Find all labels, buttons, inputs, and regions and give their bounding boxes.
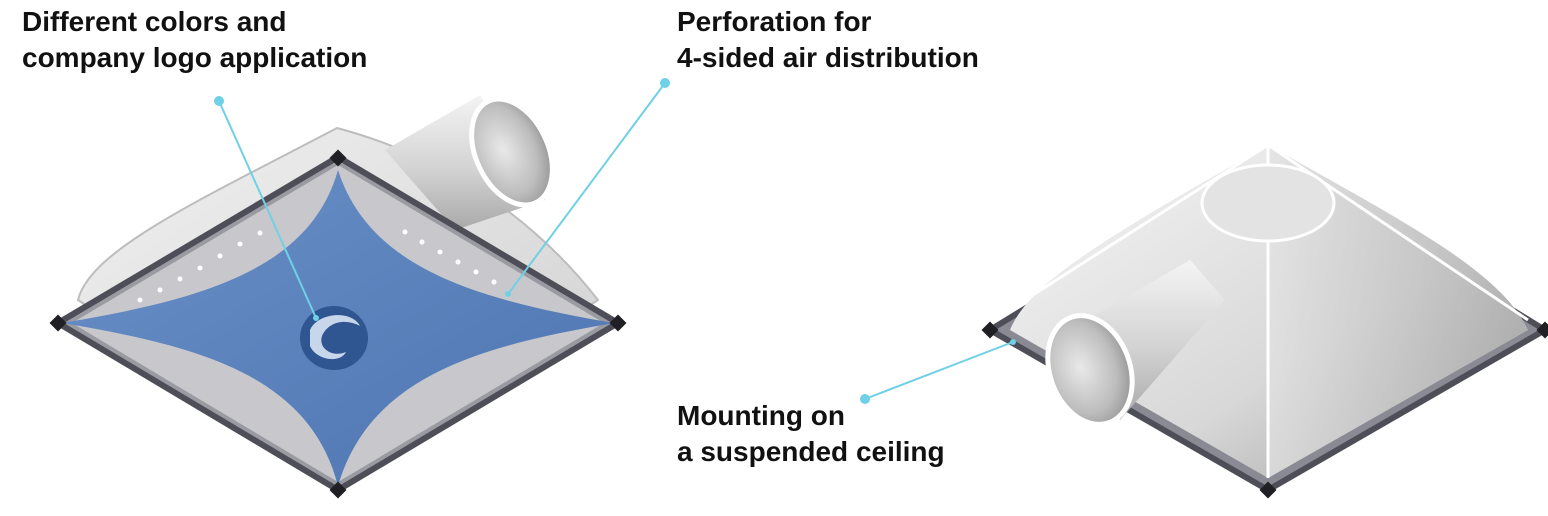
callout-perforation-line-1: Perforation for	[677, 6, 872, 37]
callout-mounting: Mounting on a suspended ceiling	[677, 398, 945, 470]
right-duct-opening	[1045, 313, 1135, 427]
leader-colors	[218, 100, 317, 319]
leader-mounting	[864, 341, 1014, 400]
callout-perforation-line-2: 4-sided air distribution	[677, 42, 979, 73]
callout-perforation: Perforation for 4-sided air distribution	[677, 4, 979, 76]
leader-perforation	[507, 82, 666, 295]
perforation-holes	[137, 229, 497, 303]
top-collar	[1200, 163, 1336, 243]
callout-colors: Different colors and company logo applic…	[22, 4, 367, 76]
callout-colors-line-1: Different colors and	[22, 6, 287, 37]
left-duct-opening	[469, 96, 555, 208]
leader-dot-colors	[214, 96, 224, 106]
leader-dot-perforation	[660, 78, 670, 88]
leader-dot-mounting	[860, 394, 870, 404]
callout-mounting-line-1: Mounting on	[677, 400, 845, 431]
frame-corners	[49, 149, 627, 499]
diffuser-top-view	[981, 143, 1548, 499]
fabric-diffuser-bottom-view	[49, 95, 627, 499]
callout-leaders	[214, 78, 1016, 404]
company-logo	[300, 306, 368, 370]
callout-mounting-line-2: a suspended ceiling	[677, 436, 945, 467]
callout-colors-line-2: company logo application	[22, 42, 368, 73]
